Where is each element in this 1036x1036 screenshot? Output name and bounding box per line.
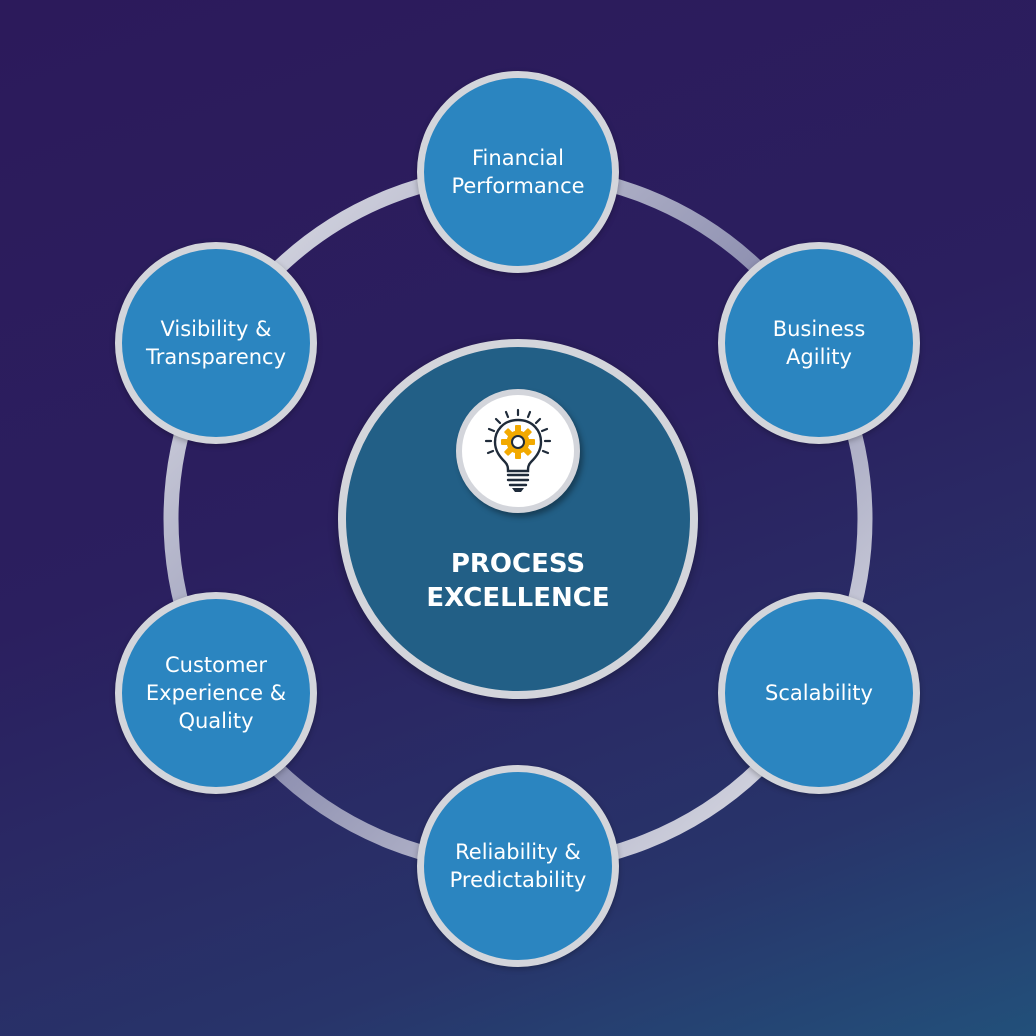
center-circle: PROCESS EXCELLENCE: [338, 339, 698, 699]
lightbulb-gear-icon: [484, 408, 552, 492]
center-title: PROCESS EXCELLENCE: [426, 549, 610, 613]
node-label: Visibility & Transparency: [145, 317, 287, 369]
node-customer-experience-quality: Customer Experience & Quality: [115, 592, 317, 794]
node-business-agility: Business Agility: [718, 242, 920, 444]
node-label: Scalability: [765, 681, 873, 705]
node-label: Business Agility: [772, 317, 866, 369]
node-scalability: Scalability: [718, 592, 920, 794]
node-reliability-predictability: Reliability & Predictability: [417, 765, 619, 967]
node-label: Customer Experience & Quality: [145, 653, 287, 733]
node-label: Reliability & Predictability: [449, 840, 587, 892]
node-financial-performance: Financial Performance: [417, 71, 619, 273]
icon-disc: [456, 389, 580, 513]
node-visibility-transparency: Visibility & Transparency: [115, 242, 317, 444]
node-label: Financial Performance: [451, 146, 585, 198]
